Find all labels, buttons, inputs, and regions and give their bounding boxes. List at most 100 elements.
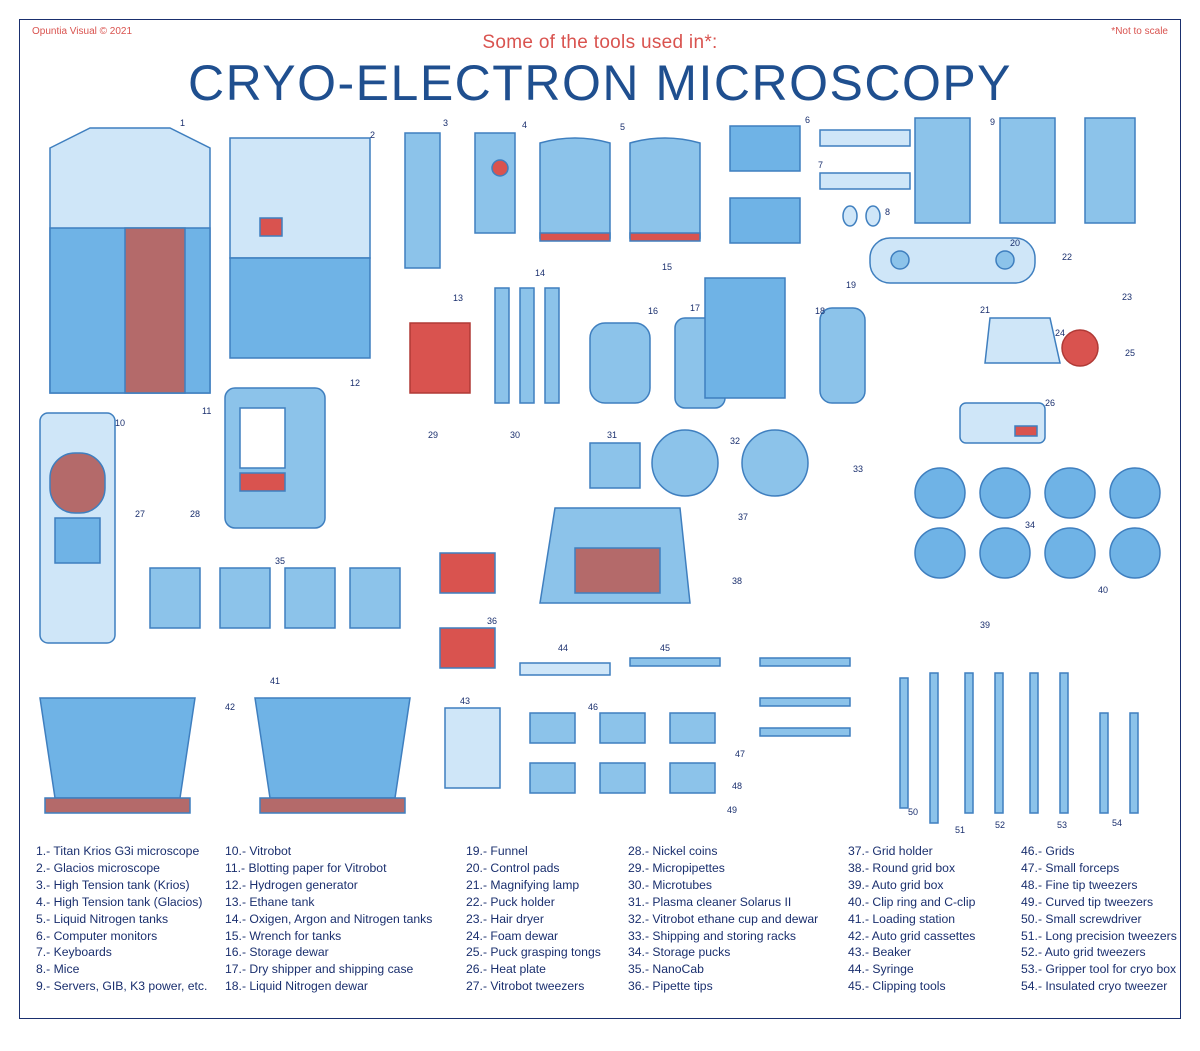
number-label: 42 — [225, 702, 235, 712]
number-label: 37 — [738, 512, 748, 522]
legend-item: 42.- Auto grid cassettes — [848, 928, 976, 943]
legend-item: 35.- NanoCab — [628, 962, 704, 977]
servers — [914, 117, 1136, 224]
grids — [529, 712, 716, 794]
page-title: CRYO-ELECTRON MICROSCOPY — [187, 55, 1013, 111]
number-label: 5 — [620, 122, 625, 132]
legend-item: 26.- Heat plate — [466, 962, 546, 977]
legend-item: 21.- Magnifying lamp — [466, 877, 580, 892]
legend-item: 19.- Funnel — [466, 844, 528, 858]
legend-item: 24.- Foam dewar — [466, 928, 559, 943]
number-label: 27 — [135, 509, 145, 519]
number-label: 43 — [460, 696, 470, 706]
legend-item: 51.- Long precision tweezers — [1021, 928, 1177, 943]
number-label: 40 — [1098, 585, 1108, 595]
vitrobot-ethane-cups — [651, 429, 809, 497]
legend-item: 43.- Beaker — [848, 945, 912, 960]
number-label: 47 — [735, 749, 745, 759]
vitrobot — [39, 412, 116, 644]
liquid-nitrogen-tanks — [539, 137, 701, 242]
legend-item: 4.- High Tension tank (Glacios) — [36, 894, 203, 909]
number-label: 4 — [522, 120, 527, 130]
item-numbers: 1 2 3 4 5 6 7 8 9 10 11 12 13 14 15 16 1… — [115, 115, 1135, 835]
legend-item: 7.- Keyboards — [36, 945, 112, 960]
legend-item: 33.- Shipping and storing racks — [628, 928, 797, 943]
number-label: 48 — [732, 781, 742, 791]
number-label: 44 — [558, 643, 568, 653]
gas-tanks — [409, 277, 866, 409]
legend-item: 28.- Nickel coins — [628, 844, 718, 858]
number-label: 11 — [202, 406, 211, 416]
number-label: 1 — [180, 118, 185, 128]
legend-item: 52.- Auto grid tweezers — [1021, 945, 1146, 960]
titan-krios-microscope — [49, 127, 211, 394]
number-label: 3 — [443, 118, 448, 128]
legend-column-3: 19.- Funnel 20.- Control pads 21.- Magni… — [466, 843, 601, 995]
number-label: 15 — [662, 262, 672, 272]
legend-column-1: 1.- Titan Krios G3i microscope 2.- Glaci… — [36, 843, 207, 995]
pipette-tips — [439, 552, 496, 669]
loading-stations — [39, 697, 411, 814]
legend-item: 1.- Titan Krios G3i microscope — [36, 844, 200, 858]
legend-item: 14.- Oxigen, Argon and Nitrogen tanks — [225, 911, 433, 926]
number-label: 24 — [1055, 328, 1065, 338]
number-label: 32 — [730, 436, 740, 446]
legend-item: 40.- Clip ring and C-clip — [848, 894, 976, 909]
legend-item: 10.- Vitrobot — [225, 844, 292, 858]
legend-column-5: 37.- Grid holder 38.- Round grid box 39.… — [848, 843, 975, 995]
number-label: 51 — [955, 825, 965, 835]
number-label: 50 — [908, 807, 918, 817]
legend-item: 11.- Blotting paper for Vitrobot — [225, 860, 387, 875]
high-tension-tanks — [404, 132, 516, 269]
nanocab — [149, 567, 401, 629]
legend-item: 29.- Micropipettes — [628, 860, 725, 875]
number-label: 46 — [588, 702, 598, 712]
number-label: 30 — [510, 430, 520, 440]
legend-item: 27.- Vitrobot tweezers — [466, 979, 585, 994]
legend-column-2: 10.- Vitrobot 11.- Blotting paper for Vi… — [225, 843, 432, 995]
legend-column-4: 28.- Nickel coins 29.- Micropipettes 30.… — [628, 843, 818, 995]
syringe — [519, 662, 611, 676]
legend-item: 12.- Hydrogen generator — [225, 877, 358, 892]
hydrogen-generator — [224, 387, 326, 529]
legend-item: 44.- Syringe — [848, 962, 914, 977]
legend-item: 3.- High Tension tank (Krios) — [36, 877, 190, 892]
legend-item: 34.- Storage pucks — [628, 945, 731, 960]
number-label: 2 — [370, 130, 375, 140]
number-label: 6 — [805, 115, 810, 125]
number-label: 54 — [1112, 818, 1122, 828]
legend-item: 5.- Liquid Nitrogen tanks — [36, 911, 169, 926]
number-label: 10 — [115, 418, 125, 428]
legend-item: 30.- Microtubes — [628, 877, 712, 892]
legend-item: 50.- Small screwdriver — [1021, 911, 1142, 926]
number-label: 18 — [815, 306, 825, 316]
legend-item: 15.- Wrench for tanks — [225, 928, 342, 943]
number-label: 19 — [846, 280, 856, 290]
number-label: 23 — [1122, 292, 1132, 302]
legend-item: 22.- Puck holder — [466, 894, 555, 909]
legend-item: 25.- Puck grasping tongs — [466, 945, 601, 960]
legend-item: 53.- Gripper tool for cryo box — [1021, 962, 1177, 977]
number-label: 45 — [660, 643, 670, 653]
foam-dewar — [984, 317, 1099, 367]
number-label: 22 — [1062, 252, 1072, 262]
legend-item: 38.- Round grid box — [848, 860, 956, 875]
legend-item: 9.- Servers, GIB, K3 power, etc. — [36, 979, 208, 994]
number-label: 49 — [727, 805, 737, 815]
legend-item: 32.- Vitrobot ethane cup and dewar — [628, 911, 819, 926]
number-label: 28 — [190, 509, 200, 519]
legend-item: 37.- Grid holder — [848, 844, 933, 858]
beaker — [444, 707, 501, 789]
number-label: 35 — [275, 556, 285, 566]
number-label: 17 — [690, 303, 700, 313]
number-label: 36 — [487, 616, 497, 626]
storage-pucks — [914, 467, 1161, 579]
legend-item: 41.- Loading station — [848, 911, 956, 926]
number-label: 13 — [453, 293, 463, 303]
legend-item: 13.- Ethane tank — [225, 894, 315, 909]
illustration: 1 2 3 4 5 6 7 8 9 10 11 12 13 14 15 16 1… — [39, 115, 1161, 835]
legend-item: 17.- Dry shipper and shipping case — [225, 962, 414, 977]
number-label: 34 — [1025, 520, 1035, 530]
scale-note: *Not to scale — [1111, 26, 1168, 37]
control-pads — [869, 237, 1036, 284]
